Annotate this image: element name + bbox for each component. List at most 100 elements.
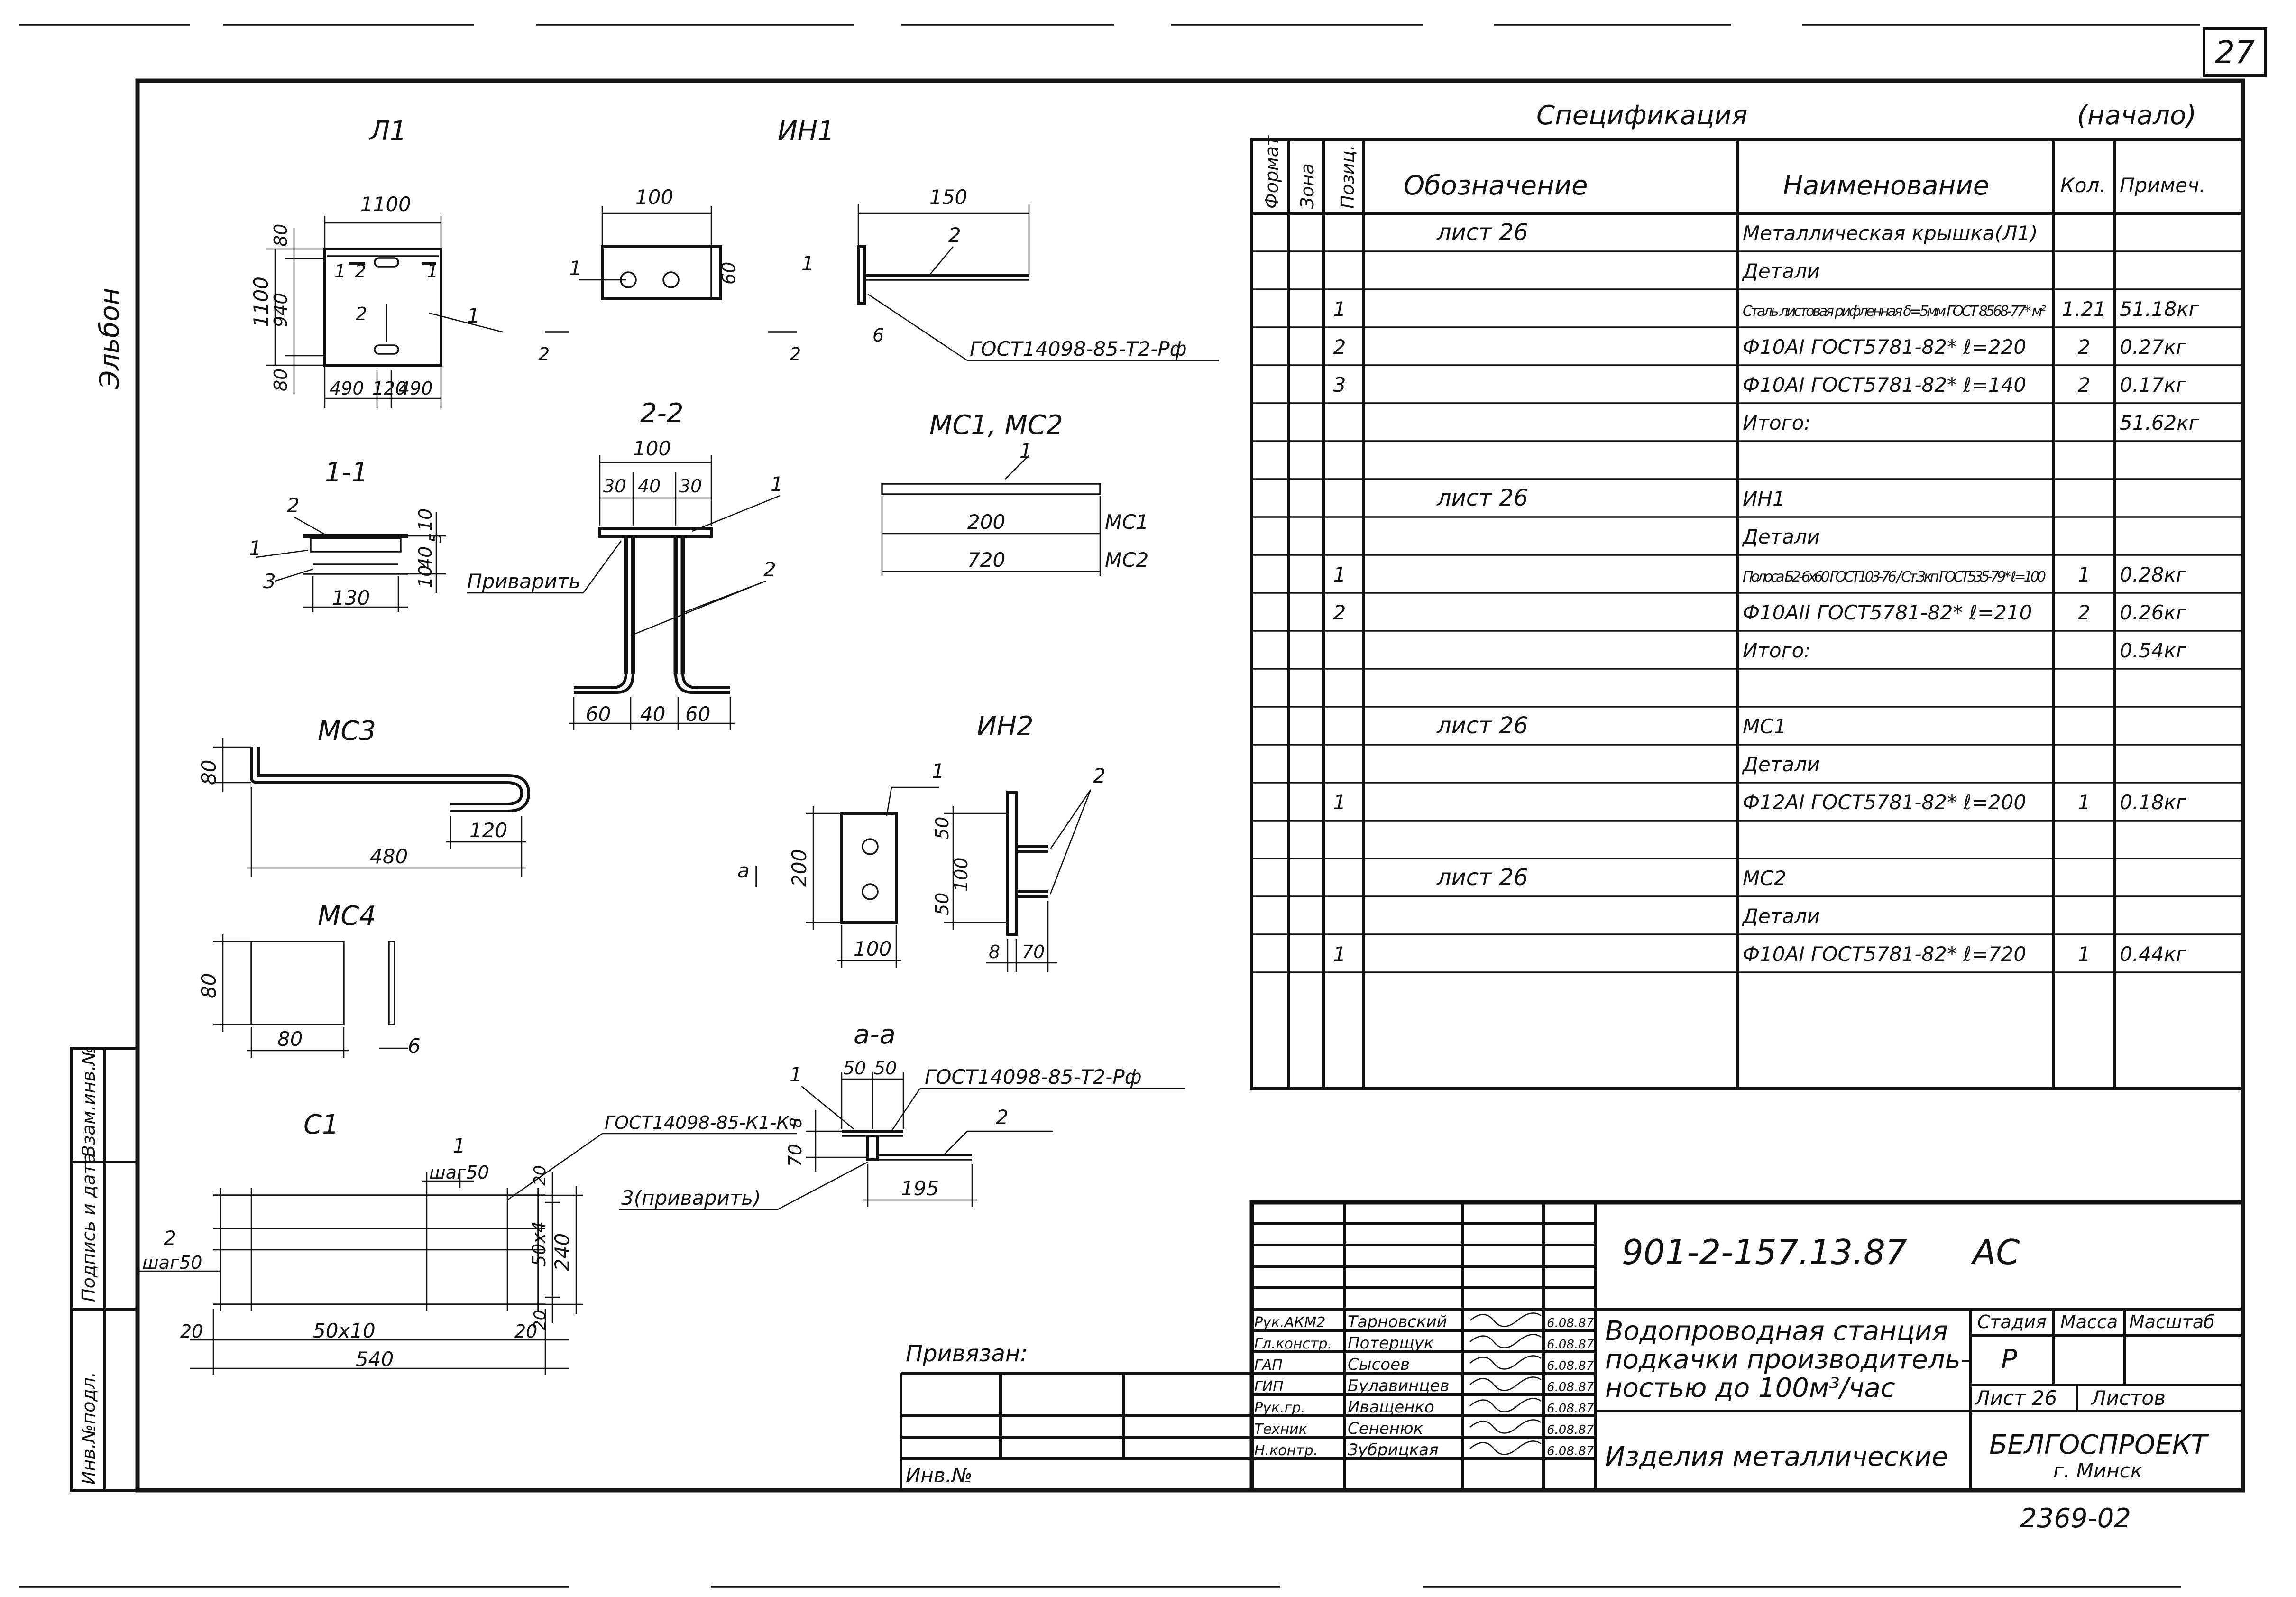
drawing-section-2-2: 2-2 100 30 40 30 60 40 60 1 2 Приварить xyxy=(467,398,783,730)
tb-staff-role: Н.контр. xyxy=(1254,1442,1318,1459)
spec-cell-note: 0.44кг xyxy=(2120,942,2187,966)
in1-section-right: 2 xyxy=(790,344,801,365)
col-pos: Позиц. xyxy=(1337,145,1358,209)
in1-dim-width: 100 xyxy=(635,185,673,209)
col-note: Примеч. xyxy=(2120,174,2205,197)
s11-label-3: 3 xyxy=(263,570,276,593)
in1-side-label-1: 1 xyxy=(801,252,814,275)
spec-cell-name: Итого: xyxy=(1743,411,1811,434)
c1-dim-50x4: 50х4 xyxy=(529,1221,550,1266)
tb-staff-date: 6.08.87 xyxy=(1547,1338,1594,1352)
tb-org: БЕЛГОСПРОЕКТ xyxy=(1989,1430,2209,1460)
l1-title: Л1 xyxy=(369,116,407,147)
tb-staff-name: Сененюк xyxy=(1348,1419,1424,1438)
aa-dim-50-right: 50 xyxy=(874,1058,897,1079)
spec-cell-designation: лист 26 xyxy=(1436,485,1528,511)
tb-project-line3: ностью до 100м³/час xyxy=(1605,1373,1895,1403)
tb-sheets-label: Листов xyxy=(2090,1386,2166,1410)
specification-table: Спецификация (начало) Формат Зона Позиц.… xyxy=(1250,100,2244,1090)
tb-mass-label: Масса xyxy=(2060,1311,2118,1332)
tb-staff-date: 6.08.87 xyxy=(1547,1444,1594,1459)
drawing-section-a-a: а-а 50 50 8 70 195 1 2 ГОСТ14098-85-Т2-Р… xyxy=(619,1019,1185,1210)
tb-staff-date: 6.08.87 xyxy=(1547,1380,1594,1394)
tb-org-city: г. Минск xyxy=(2053,1459,2143,1482)
s22-dim-bot-left: 60 xyxy=(586,702,611,726)
aa-dim-8: 8 xyxy=(787,1117,806,1128)
tb-staff-role: Гл.констр. xyxy=(1254,1336,1332,1352)
spec-cell-qty: 1 xyxy=(2078,791,2091,814)
drawing-in1: ИН1 100 60 1 2 2 150 6 1 2 ГОСТ14098-85-… xyxy=(538,116,1219,365)
spec-cell-qty: 2 xyxy=(2078,601,2091,624)
spec-cell-name: Детали xyxy=(1742,525,1820,548)
in1-label-1: 1 xyxy=(569,257,582,280)
tb-mark: АС xyxy=(1971,1232,2020,1272)
drawing-l1: Л1 1100 1100 80 940 80 490 120 490 1 2 1 xyxy=(249,116,503,408)
c1-dim-step-top: шаг50 xyxy=(429,1162,489,1183)
aa-weld-3: 3(приварить) xyxy=(621,1186,761,1209)
spec-cell-name: Ф10АII ГОСТ5781-82* ℓ=210 xyxy=(1743,601,2032,624)
tb-stage: Р xyxy=(2001,1344,2017,1375)
aa-weld-note: ГОСТ14098-85-Т2-Рф xyxy=(925,1065,1142,1089)
s11-label-1: 1 xyxy=(249,536,262,560)
spec-row-lines xyxy=(1252,250,2243,973)
mc12-dim-200: 200 xyxy=(967,510,1005,534)
aa-title: а-а xyxy=(854,1019,896,1050)
in2-dim-width: 100 xyxy=(854,937,891,960)
spec-row: лист 26 ИН1 xyxy=(1436,485,1785,511)
l1-dim-top: 80 xyxy=(270,224,291,247)
page-number-box xyxy=(2203,27,2267,77)
mc4-dim-thick: 6 xyxy=(408,1034,421,1058)
left-handwritten-note: Эльбон xyxy=(94,288,125,389)
col-zone: Зона xyxy=(1297,163,1318,209)
tb-code: 901-2-157.13.87 xyxy=(1622,1232,1907,1272)
bottom-code: 2369-02 xyxy=(2020,1503,2131,1534)
tb-staff-signature xyxy=(1469,1398,1542,1412)
spec-cell-pos: 1 xyxy=(1333,791,1346,814)
main-frame xyxy=(135,78,2245,1493)
spec-row: Детали xyxy=(1742,905,1820,928)
s11-dim-bottom: 10 xyxy=(415,565,436,588)
drawing-c1: С1 шаг50 1 20 50х4 240 20 2 шаг50 20 50х… xyxy=(138,1109,800,1375)
top-dashes xyxy=(19,24,2200,1588)
spec-cell-name: Металлическая крышка(Л1) xyxy=(1743,222,2038,245)
in1-title: ИН1 xyxy=(778,116,835,147)
tb-sheet-title: Изделия металлические xyxy=(1605,1441,1948,1472)
s22-weld-note: Приварить xyxy=(467,570,580,593)
tb-staff-name: Потерщук xyxy=(1348,1334,1434,1353)
tb-staff-signature xyxy=(1469,1440,1542,1455)
privyazan-block: Привязан: Инв.№ xyxy=(900,1340,1252,1490)
in2-section-a: а xyxy=(737,859,750,882)
s11-dim-top: 10 xyxy=(415,508,436,531)
aa-label-2: 2 xyxy=(996,1106,1009,1129)
spec-cell-note: 0.26кг xyxy=(2120,601,2187,624)
tb-staff-role: ГАП xyxy=(1254,1357,1283,1374)
spec-cell-note: 0.28кг xyxy=(2120,563,2187,586)
tb-project-line1: Водопроводная станция xyxy=(1605,1316,1948,1347)
tb-project-line2: подкачки производитель- xyxy=(1605,1344,1970,1375)
spec-cell-qty: 2 xyxy=(2078,335,2091,359)
tb-staff-name: Сысоев xyxy=(1348,1355,1410,1374)
spec-cell-pos: 1 xyxy=(1333,942,1346,966)
spec-row: Итого:51.62кг xyxy=(1743,411,2200,434)
l1-dim-center: 120 xyxy=(372,378,407,399)
tb-staff-date: 6.08.87 xyxy=(1547,1423,1594,1437)
col-format: Формат xyxy=(1261,135,1282,209)
spec-cell-qty: 1.21 xyxy=(2062,297,2106,321)
mc4-title: МС4 xyxy=(318,901,376,932)
drawing-mc1-mc2: МС1, МС2 1 200 720 МС1 МС2 xyxy=(881,410,1148,576)
tb-staff-signature xyxy=(1469,1355,1542,1370)
c1-dim-20-top: 20 xyxy=(531,1165,550,1186)
s11-dim-width: 130 xyxy=(332,586,370,609)
mc4-dim-height: 80 xyxy=(197,973,220,998)
mc3-title: МС3 xyxy=(318,716,376,747)
l1-dim-width: 1100 xyxy=(360,193,411,216)
in1-dim-thick: 6 xyxy=(872,325,884,346)
tb-staff-name: Тарновский xyxy=(1348,1312,1447,1331)
spec-cell-name: ИН1 xyxy=(1743,487,1785,510)
c1-title: С1 xyxy=(303,1109,339,1140)
in2-dim-50-top: 50 xyxy=(932,817,953,840)
